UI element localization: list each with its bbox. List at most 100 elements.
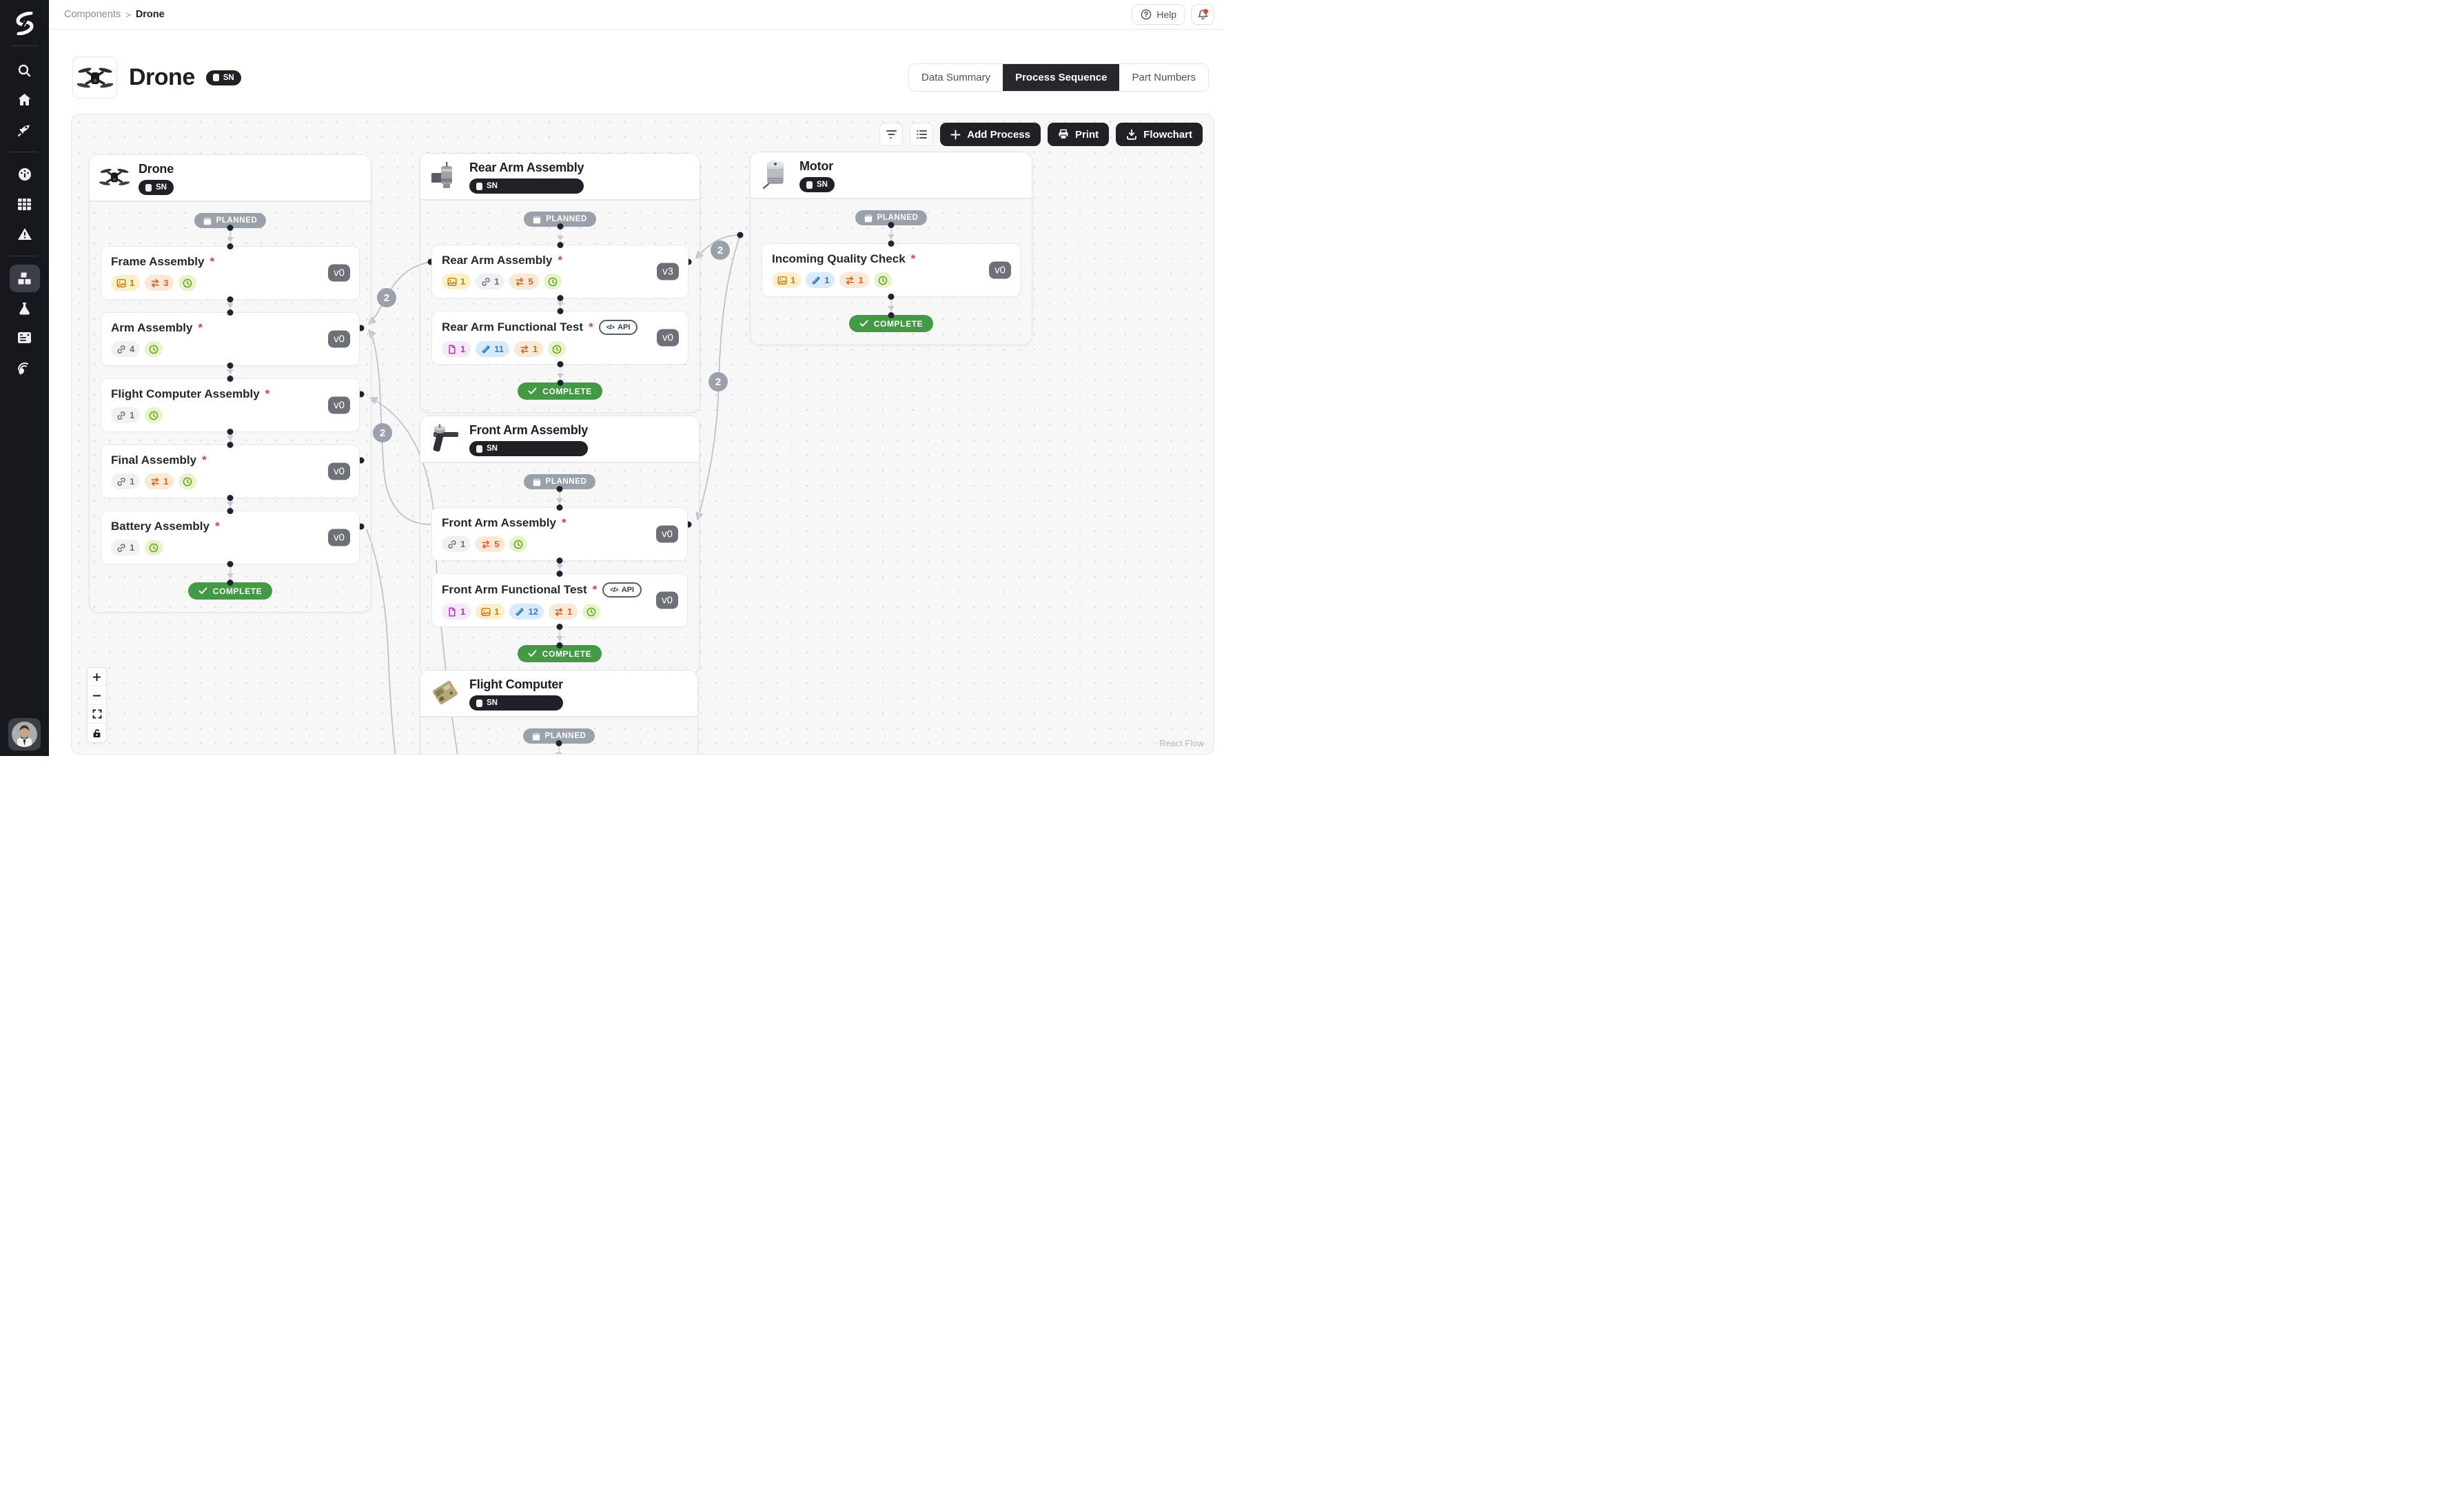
- sn-label: SN: [487, 699, 498, 707]
- image-badge: 1: [442, 274, 471, 289]
- step-connector: [762, 294, 1021, 318]
- swap-badge: 5: [509, 274, 539, 289]
- filter-button[interactable]: [879, 123, 904, 146]
- swap-badge: 5: [476, 536, 505, 552]
- status-label: PLANNED: [216, 216, 258, 225]
- printer-icon: [1059, 129, 1068, 140]
- complete-label: COMPLETE: [542, 648, 592, 659]
- zoom-out-button[interactable]: [88, 686, 106, 705]
- sidebar-item-gauge[interactable]: [10, 161, 40, 188]
- status-badge-complete: COMPLETE: [848, 315, 934, 332]
- api-badge: </>API: [602, 582, 642, 597]
- flowchart-download-button[interactable]: Flowchart: [1116, 123, 1203, 146]
- breadcrumb-components[interactable]: Components: [64, 9, 121, 20]
- required-marker: *: [202, 453, 207, 467]
- calendar-icon: [864, 213, 872, 222]
- rear-arm-image: [429, 160, 462, 192]
- status-label: PLANNED: [544, 732, 586, 740]
- app-logo[interactable]: [11, 10, 39, 37]
- svg-text:2: 2: [384, 292, 389, 304]
- clock-icon: [552, 345, 562, 354]
- complete-label: COMPLETE: [542, 386, 592, 396]
- tab-part-numbers[interactable]: Part Numbers: [1119, 64, 1208, 91]
- swap-count: 5: [528, 276, 533, 287]
- rocket-icon: [17, 123, 32, 137]
- step-connector: [431, 223, 688, 248]
- sidebar-item-grid[interactable]: [10, 190, 40, 218]
- sidebar-item-search[interactable]: [10, 57, 40, 84]
- sn-label: SN: [156, 183, 167, 192]
- warning-icon: [17, 227, 32, 241]
- notifications-button[interactable]: [1191, 4, 1214, 25]
- user-avatar[interactable]: [8, 718, 41, 750]
- swap-count: 1: [532, 344, 538, 354]
- grid-icon: [17, 198, 32, 211]
- version-badge: v0: [656, 525, 678, 543]
- sn-icon: [476, 182, 482, 190]
- step-connector: [762, 222, 1021, 247]
- calendar-icon: [533, 214, 541, 223]
- sidebar-item-warning[interactable]: [10, 220, 40, 247]
- edge-count-label: 2: [377, 288, 396, 307]
- clock-icon: [183, 278, 192, 287]
- node-title: Motor: [799, 159, 833, 173]
- clock-badge: [145, 407, 163, 423]
- add-process-button[interactable]: Add Process: [940, 123, 1041, 146]
- image-count: 1: [494, 606, 500, 617]
- tab-process-sequence[interactable]: Process Sequence: [1003, 64, 1120, 91]
- step-name: Incoming Quality Check: [772, 252, 906, 265]
- clock-icon: [586, 607, 596, 616]
- help-button[interactable]: Help: [1132, 4, 1185, 25]
- list-view-button[interactable]: [910, 123, 934, 146]
- lock-button[interactable]: [88, 724, 106, 742]
- sidebar-item-satellite[interactable]: [10, 354, 40, 381]
- link-badge: 4: [111, 341, 141, 357]
- version-badge: v0: [328, 529, 350, 546]
- sidebar-item-cubes[interactable]: [9, 265, 40, 292]
- sidebar-item-home[interactable]: [10, 86, 40, 114]
- breadcrumb-current: Drone: [135, 9, 165, 20]
- step-title: Front Arm Functional Test*</>API: [442, 582, 677, 597]
- image-icon: [481, 607, 491, 616]
- version-badge: v0: [328, 462, 350, 480]
- home-icon: [17, 93, 32, 107]
- ruler-count: 12: [528, 606, 538, 617]
- code-icon: </>: [610, 586, 619, 594]
- step-connector: [431, 740, 686, 754]
- print-button[interactable]: Print: [1047, 123, 1110, 146]
- sidebar-item-rocket[interactable]: [10, 116, 40, 143]
- motor-image: [759, 159, 792, 190]
- fit-view-button[interactable]: [88, 705, 106, 724]
- clock-icon: [149, 411, 159, 420]
- tab-data-summary[interactable]: Data Summary: [909, 64, 1003, 91]
- swap-icon: [520, 345, 529, 354]
- required-marker: *: [592, 583, 598, 596]
- status-badge-planned: PLANNED: [194, 213, 267, 228]
- list-icon: [917, 130, 927, 139]
- status-badge-planned: PLANNED: [522, 728, 595, 744]
- sidebar-item-card[interactable]: [10, 324, 40, 351]
- swap-icon: [516, 277, 524, 286]
- sidebar-item-flask[interactable]: [10, 294, 40, 322]
- clock-icon: [878, 276, 888, 285]
- zoom-in-button[interactable]: [88, 668, 106, 686]
- step-name: Rear Arm Assembly: [442, 254, 553, 267]
